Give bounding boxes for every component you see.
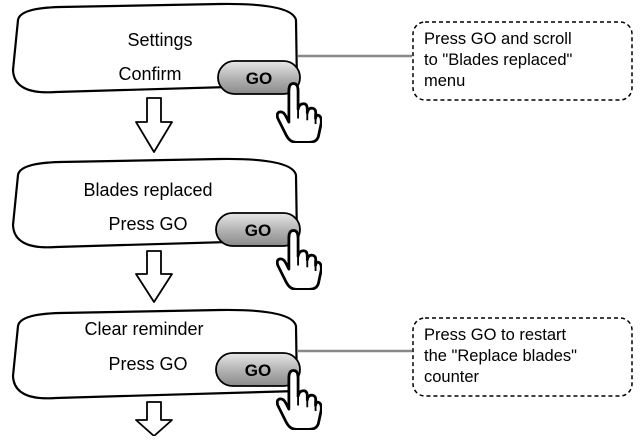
note-1-line-1: Press GO and scroll (424, 30, 572, 48)
note-1-line-2: to "Blades replaced" (424, 51, 573, 69)
step-1-note: Press GO and scroll to "Blades replaced"… (412, 21, 633, 101)
step-2-go-button[interactable]: GO (215, 212, 301, 247)
note-2-line-1: Press GO to restart (424, 326, 567, 344)
note-2-line-3: counter (424, 368, 480, 386)
step-3-go-label: GO (245, 361, 271, 380)
step-1-subtitle: Confirm (118, 64, 181, 84)
note-1-line-3: menu (424, 72, 465, 90)
step-3-go-button[interactable]: GO (215, 352, 301, 387)
step-2-go-label: GO (245, 221, 271, 240)
step-1-title: Settings (127, 30, 192, 50)
note-2-line-2: the "Replace blades" (424, 347, 577, 365)
down-arrow-icon (135, 401, 173, 437)
step-2-title: Blades replaced (83, 180, 212, 200)
step-1-go-label: GO (246, 69, 272, 88)
down-arrow-icon (135, 97, 173, 153)
step-3-subtitle: Press GO (108, 354, 187, 374)
step-1-go-button[interactable]: GO (217, 60, 301, 95)
step-3-note: Press GO to restart the "Replace blades"… (412, 317, 633, 397)
step-3-title: Clear reminder (84, 319, 203, 339)
down-arrow-icon (135, 250, 173, 303)
step-2-subtitle: Press GO (108, 214, 187, 234)
